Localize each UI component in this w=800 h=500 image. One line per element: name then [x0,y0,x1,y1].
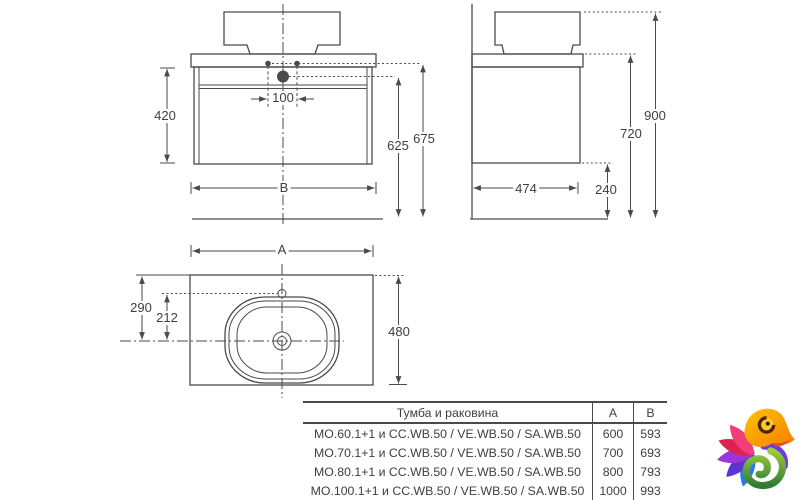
table-row: MO.100.1+1 и CC.WB.50 / VE.WB.50 / SA.WB… [303,481,667,500]
vessel-sink-front [223,11,341,55]
dim-label-480: 480 [386,324,412,339]
header-col-b: B [633,403,667,422]
table-row: MO.60.1+1 и CC.WB.50 / VE.WB.50 / SA.WB.… [303,424,667,443]
model-name: MO.70.1+1 и CC.WB.50 / VE.WB.50 / SA.WB.… [314,445,581,460]
value-a: 800 [592,462,633,481]
dim-label-B: B [277,180,291,195]
top-view [120,245,407,398]
value-a: 600 [592,424,633,443]
drain-hole-front [277,70,289,83]
cabinet-side [471,66,581,164]
countertop-side [471,53,584,68]
dim-label-625: 625 [385,138,411,153]
table-row: MO.80.1+1 и CC.WB.50 / VE.WB.50 / SA.WB.… [303,462,667,481]
faucet-hole-left [265,60,271,67]
petal-pink [729,424,754,456]
chameleon-logo-icon [717,408,795,489]
model-name: MO.100.1+1 и CC.WB.50 / VE.WB.50 / SA.WB… [310,483,585,498]
dim-label-420: 420 [152,108,178,123]
value-a: 1000 [592,481,633,500]
dim-label-474: 474 [513,181,539,196]
dim-label-675: 675 [411,131,437,146]
value-b: 693 [633,443,667,462]
spec-table: Тумба и раковина A B MO.60.1+1 и CC.WB.5… [303,401,667,500]
model-name: MO.60.1+1 и CC.WB.50 / VE.WB.50 / SA.WB.… [314,426,581,441]
value-a: 700 [592,443,633,462]
value-b: 993 [633,481,667,500]
dim-label-720: 720 [618,126,644,141]
value-b: 593 [633,424,667,443]
front-view [160,4,426,226]
dim-label-290: 290 [128,300,154,315]
side-view [470,4,661,220]
dim-label-100: 100 [270,90,296,105]
model-name: MO.80.1+1 и CC.WB.50 / VE.WB.50 / SA.WB.… [314,464,581,479]
spec-table-header: Тумба и раковина A B [303,403,667,424]
tail-spiral [742,447,787,489]
value-b: 793 [633,462,667,481]
header-col-a: A [592,403,633,422]
header-name: Тумба и раковина [396,405,499,420]
dim-label-212: 212 [154,310,180,325]
table-row: MO.70.1+1 и CC.WB.50 / VE.WB.50 / SA.WB.… [303,443,667,462]
chameleon-snout [773,439,791,447]
vessel-sink-side [494,11,581,55]
chameleon-eye [757,416,776,434]
dim-label-A: A [275,242,289,257]
dim-label-240: 240 [593,182,619,197]
dim-label-900: 900 [642,108,668,123]
